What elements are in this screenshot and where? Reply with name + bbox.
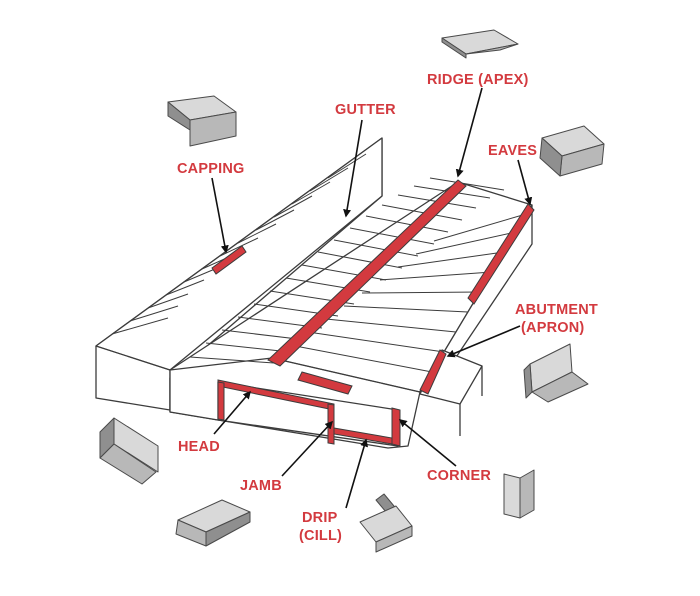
drip-label: DRIP [302,510,338,526]
capping-flashing-icon [167,95,237,147]
capping-arrow [211,177,229,254]
ridge-label: RIDGE (APEX) [427,72,529,88]
head-label: HEAD [178,439,220,455]
capping-flashing [211,245,247,275]
eaves-flashing-icon [539,125,605,177]
corner-label: CORNER [427,468,491,484]
jamb-label: JAMB [240,478,282,494]
head-arrow [213,390,251,435]
eaves-label: EAVES [488,143,537,159]
head-flashing-icon [175,499,251,547]
gutter-flashing [297,371,353,395]
gutter-arrow [343,119,363,218]
drip-arrow [345,438,369,509]
jamb-flashing-left [217,381,225,421]
jamb-arrow [281,420,334,477]
corner-flashing-icon [503,469,535,519]
ridge-flashing [267,179,467,367]
drip-flashing-icon [359,493,413,553]
labels: CAPPING GUTTER RIDGE (APEX) EAVES ABUTME… [177,72,598,544]
drip-label-sub: (CILL) [299,528,342,544]
eaves-flashing [467,203,535,305]
abutment-flashing-icon [523,343,589,403]
gutter-label: GUTTER [335,102,396,118]
capping-label: CAPPING [177,161,244,177]
jamb-flashing-icon [99,417,159,485]
abutment-label: ABUTMENT [515,302,598,318]
abutment-flashing [419,349,447,395]
eaves-arrow [517,159,533,206]
flashings [211,179,535,447]
abutment-arrow [446,325,521,358]
corner-flashing [391,407,401,447]
flashing-parts [99,29,605,553]
ridge-arrow [455,87,483,178]
abutment-label-sub: (APRON) [521,320,584,336]
leader-arrows [211,87,533,509]
ridge-flashing-icon [441,29,519,59]
corner-arrow [398,419,457,467]
